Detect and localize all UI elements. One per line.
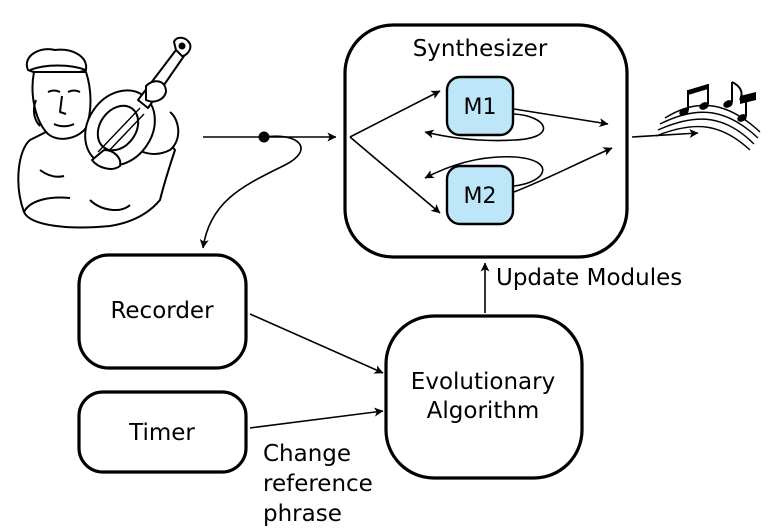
recorder-box	[77, 253, 248, 370]
synthesizer-label: Synthesizer	[413, 36, 548, 62]
timer-to-ea-arrow	[249, 407, 384, 429]
recorder-to-ea-arrow	[249, 313, 384, 374]
lute-player-icon	[17, 36, 192, 229]
m2-loop	[424, 155, 544, 187]
change-reference-label-line1: Change	[263, 441, 351, 467]
module-m1-label: M1	[464, 95, 497, 120]
evolutionary-algorithm-label-line1: Evolutionary	[411, 369, 555, 395]
fan-to-m1	[349, 90, 441, 138]
change-reference-label-line3: phrase	[263, 501, 342, 527]
to-recorder-arrow	[199, 135, 302, 249]
timer-label: Timer	[128, 420, 195, 446]
fan-to-m2	[349, 136, 441, 214]
music-notes-icon	[655, 81, 761, 151]
evolutionary-algorithm-box	[384, 314, 584, 480]
recorder-label: Recorder	[110, 298, 214, 324]
change-reference-label-line2: reference	[263, 471, 373, 497]
synth-output-arrow	[631, 129, 699, 139]
m1-loop	[424, 113, 545, 142]
module-m2-label: M2	[464, 184, 497, 209]
module-m1-box	[445, 75, 515, 137]
m2-out-arrow	[513, 147, 613, 193]
module-m2-box	[445, 164, 515, 226]
timer-box	[77, 390, 248, 474]
evolutionary-algorithm-label-line2: Algorithm	[427, 398, 540, 424]
m1-out-arrow	[513, 108, 609, 128]
update-modules-label: Update Modules	[496, 265, 682, 291]
